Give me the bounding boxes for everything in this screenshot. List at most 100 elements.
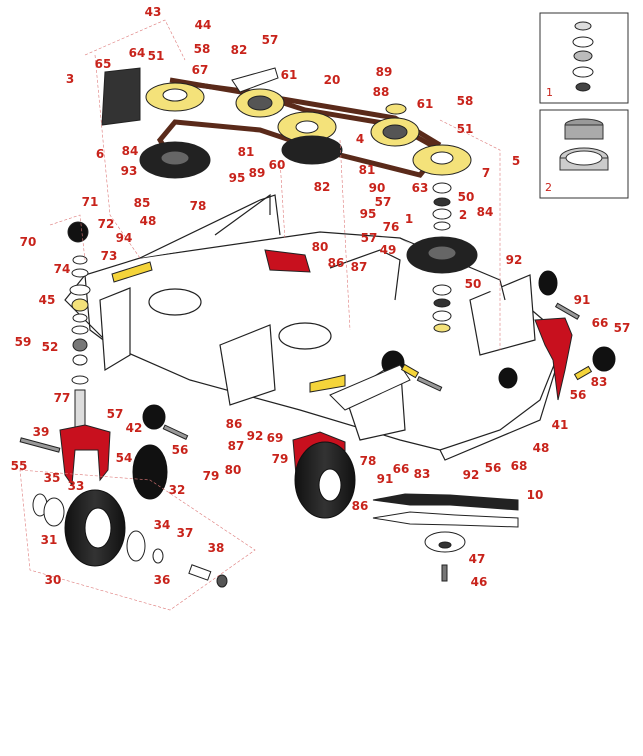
bearing-stack-icon xyxy=(572,21,594,92)
callout-label: 32 xyxy=(168,483,186,497)
callout-label: 50 xyxy=(464,277,482,291)
bolts xyxy=(19,302,593,453)
callout-label: 63 xyxy=(411,181,429,195)
callout-label: 93 xyxy=(120,164,138,178)
callout-label: 64 xyxy=(128,46,146,60)
callout-label: 65 xyxy=(94,57,112,71)
callout-label: 44 xyxy=(194,18,212,32)
callout-label: 77 xyxy=(53,391,71,405)
callout-label: 81 xyxy=(358,163,376,177)
inset-1-label: 1 xyxy=(546,86,553,99)
reference-lines xyxy=(19,19,501,611)
callout-label: 7 xyxy=(481,166,491,180)
callout-label: 56 xyxy=(484,461,502,475)
wheel-hub-parts xyxy=(32,493,228,588)
callout-label: 67 xyxy=(191,63,209,77)
callout-label: 89 xyxy=(375,65,393,79)
callout-label: 95 xyxy=(228,171,246,185)
callout-label: 57 xyxy=(106,407,124,421)
callout-label: 92 xyxy=(505,253,523,267)
callout-label: 56 xyxy=(569,388,587,402)
callout-label: 90 xyxy=(368,181,386,195)
callout-label: 37 xyxy=(176,526,194,540)
warning-decal xyxy=(111,261,153,283)
callout-label: 33 xyxy=(67,479,85,493)
callout-label: 74 xyxy=(53,262,71,276)
callout-label: 84 xyxy=(476,205,494,219)
callout-label: 82 xyxy=(313,180,331,194)
callout-label: 61 xyxy=(416,97,434,111)
callout-label: 51 xyxy=(456,122,474,136)
spindle-stack-right xyxy=(432,182,452,333)
callout-label: 81 xyxy=(237,145,255,159)
left-spring-stack xyxy=(67,221,91,436)
callout-label: 6 xyxy=(95,147,105,161)
callout-label: 3 xyxy=(65,72,75,86)
bushing-icon xyxy=(559,118,609,171)
callout-label: 45 xyxy=(38,293,56,307)
callout-label: 46 xyxy=(470,575,488,589)
callout-label: 20 xyxy=(323,73,341,87)
callout-label: 87 xyxy=(227,439,245,453)
callout-label: 73 xyxy=(100,249,118,263)
callout-label: 94 xyxy=(115,231,133,245)
callout-label: 79 xyxy=(271,452,289,466)
callout-label: 57 xyxy=(613,321,631,335)
callout-label: 82 xyxy=(230,43,248,57)
callout-label: 91 xyxy=(376,472,394,486)
callout-label: 50 xyxy=(457,190,475,204)
callout-label: 78 xyxy=(359,454,377,468)
callout-label: 55 xyxy=(10,459,28,473)
callout-label: 85 xyxy=(133,196,151,210)
callout-label: 91 xyxy=(573,293,591,307)
callout-label: 92 xyxy=(246,429,264,443)
callout-label: 48 xyxy=(139,214,157,228)
callout-label: 72 xyxy=(97,217,115,231)
callout-label: 52 xyxy=(41,340,59,354)
inset-2-label: 2 xyxy=(545,181,552,194)
callout-label: 57 xyxy=(261,33,279,47)
callout-label: 80 xyxy=(311,240,329,254)
deck-decal xyxy=(309,374,346,393)
callout-label: 71 xyxy=(81,195,99,209)
callout-label: 76 xyxy=(382,220,400,234)
callout-label: 86 xyxy=(225,417,243,431)
callout-label: 48 xyxy=(532,441,550,455)
callout-label: 87 xyxy=(350,260,368,274)
callout-label: 54 xyxy=(115,451,133,465)
callout-label: 58 xyxy=(193,42,211,56)
callout-label: 79 xyxy=(202,469,220,483)
callout-label: 58 xyxy=(456,94,474,108)
wheels xyxy=(64,270,616,567)
pulleys xyxy=(145,82,472,176)
callout-label: 59 xyxy=(14,335,32,349)
callout-label: 43 xyxy=(144,5,162,19)
callout-label: 70 xyxy=(19,235,37,249)
callout-label: 83 xyxy=(413,467,431,481)
spindle-housings xyxy=(139,135,478,274)
callout-label: 30 xyxy=(44,573,62,587)
callout-label: 84 xyxy=(121,144,139,158)
callout-label: 51 xyxy=(147,49,165,63)
callout-label: 88 xyxy=(372,85,390,99)
callout-label: 95 xyxy=(359,207,377,221)
callout-label: 41 xyxy=(551,418,569,432)
callout-label: 42 xyxy=(125,421,143,435)
callout-label: 57 xyxy=(374,195,392,209)
callout-label: 78 xyxy=(189,199,207,213)
mower-blades xyxy=(372,493,519,582)
callout-label: 49 xyxy=(379,243,397,257)
callout-label: 86 xyxy=(327,256,345,270)
callout-label: 66 xyxy=(591,316,609,330)
callout-label: 57 xyxy=(360,231,378,245)
callout-label: 83 xyxy=(590,375,608,389)
callout-label: 36 xyxy=(153,573,171,587)
callout-label: 31 xyxy=(40,533,58,547)
callout-label: 60 xyxy=(268,158,286,172)
callout-label: 47 xyxy=(468,552,486,566)
callout-label: 86 xyxy=(351,499,369,513)
callout-label: 10 xyxy=(526,488,544,502)
callout-label: 5 xyxy=(511,154,521,168)
